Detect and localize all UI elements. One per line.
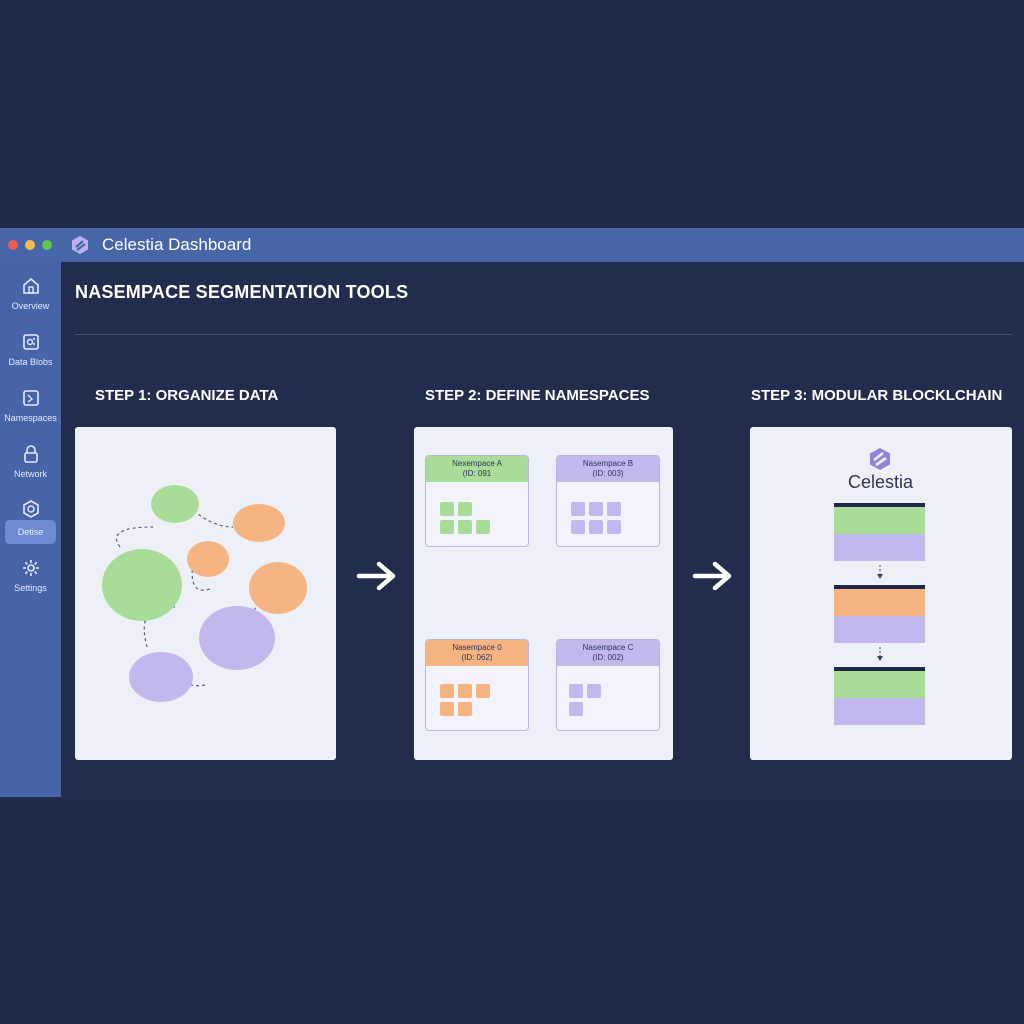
blob-square <box>440 702 454 716</box>
blob-square <box>458 702 472 716</box>
sidebar-item-data-blobs[interactable]: Data Blobs <box>5 324 56 374</box>
blob-square <box>476 520 490 534</box>
namespace-card[interactable]: Nasempace B (ID: 003) <box>556 455 660 547</box>
blob-square <box>458 520 472 534</box>
blob-square <box>589 502 603 516</box>
sidebar-item-label: Network <box>13 468 47 479</box>
celestia-logo-icon <box>72 236 88 254</box>
sidebar-item-label: Data Blobs <box>8 356 53 367</box>
maximize-window-button[interactable] <box>42 240 52 250</box>
page-title: NASEMPACE SEGMENTATION TOOLS <box>75 282 409 302</box>
chain-link-arrow <box>877 565 883 579</box>
step-2-title: STEP 2: DEFINE NAMESPACES <box>425 387 650 404</box>
sidebar-item-settings[interactable]: Settings <box>5 550 56 600</box>
divider <box>75 334 1012 335</box>
blob-square <box>607 520 621 534</box>
blob-square <box>440 684 454 698</box>
blob-square <box>569 684 583 698</box>
data-cluster-orange <box>187 541 229 577</box>
data-cluster-green <box>102 549 182 621</box>
data-cluster-purple <box>129 652 193 702</box>
sidebar-item-label: Namespaces <box>4 412 57 423</box>
sidebar-item-label: Overview <box>11 300 50 311</box>
app-window: Celestia Dashboard Overview Data Blobs N… <box>0 228 1024 797</box>
step-1-title: STEP 1: ORGANIZE DATA <box>95 387 279 404</box>
namespace-id: (ID: 003) <box>592 469 624 478</box>
namespace-card[interactable]: Nasempace 0 (ID: 062) <box>425 639 529 731</box>
namespace-name: Nexempace A <box>452 459 502 468</box>
data-clusters-illustration <box>102 485 307 702</box>
close-window-button[interactable] <box>8 240 18 250</box>
title-bar: Celestia Dashboard <box>0 228 1024 262</box>
blob-square <box>458 502 472 516</box>
chain-link-arrow <box>877 647 883 661</box>
namespace-card-header: Nasempace 0 (ID: 062) <box>426 640 528 666</box>
organize-data-panel <box>75 427 336 760</box>
sidebar-item-network[interactable]: Network <box>5 436 56 486</box>
arrow-right-icon <box>356 561 396 591</box>
data-cluster-orange <box>249 562 307 614</box>
sidebar-item-label: Detise <box>17 527 44 537</box>
namespace-name: Nasempace C <box>582 643 634 652</box>
data-blob-icon <box>22 333 39 350</box>
home-icon <box>22 277 39 294</box>
sidebar-item-namespaces[interactable]: Namespaces <box>4 380 57 430</box>
blob-square <box>476 684 490 698</box>
namespace-id: (ID: 002) <box>592 653 624 662</box>
minimize-window-button[interactable] <box>25 240 35 250</box>
brand-name: Celestia <box>847 472 914 492</box>
gear-icon <box>22 559 39 576</box>
blob-square <box>440 502 454 516</box>
blob-square <box>569 702 583 716</box>
namespace-card[interactable]: Nasempace C (ID: 002) <box>556 639 660 731</box>
namespace-card-header: Nasempace C (ID: 002) <box>557 640 659 666</box>
data-cluster-purple <box>199 606 275 670</box>
namespace-card[interactable]: Nexempace A (ID: 091 <box>425 455 529 547</box>
namespace-name: Nasempace B <box>582 459 634 468</box>
network-icon <box>23 444 38 463</box>
blob-square <box>440 520 454 534</box>
namespace-name: Nasempace 0 <box>452 643 502 652</box>
celestia-logo-icon <box>870 448 890 470</box>
arrow-right-icon <box>692 561 732 591</box>
sidebar: Overview Data Blobs Namespaces Network <box>0 262 61 797</box>
blob-square <box>607 502 621 516</box>
blob-square <box>458 684 472 698</box>
data-cluster-orange <box>233 504 285 542</box>
define-namespaces-panel: Nexempace A (ID: 091 Nasempace B (ID: 00… <box>414 427 673 760</box>
blob-square <box>589 520 603 534</box>
block <box>834 503 925 561</box>
app-title: Celestia Dashboard <box>102 235 252 254</box>
namespace-icon <box>22 389 39 406</box>
blob-square <box>571 502 585 516</box>
step-3-title: STEP 3: MODULAR BLOCKLCHAIN <box>751 387 1003 404</box>
sidebar-item-label: Settings <box>14 582 47 593</box>
modular-blockchain-panel: Celestia <box>750 427 1012 760</box>
main-content: NASEMPACE SEGMENTATION TOOLS STEP 1: ORG… <box>61 262 1024 797</box>
hexagon-icon <box>23 500 39 518</box>
block <box>834 585 925 643</box>
namespace-id: (ID: 062) <box>461 653 493 662</box>
block <box>834 667 925 725</box>
window-controls <box>8 240 52 250</box>
sidebar-item-overview[interactable]: Overview <box>5 268 56 318</box>
namespace-id: (ID: 091 <box>462 469 492 478</box>
data-cluster-green <box>151 485 199 523</box>
namespace-card-header: Nexempace A (ID: 091 <box>426 456 528 482</box>
sidebar-item-detise[interactable]: Detise <box>5 520 56 544</box>
blob-square <box>587 684 601 698</box>
blob-square <box>571 520 585 534</box>
namespace-card-header: Nasempace B (ID: 003) <box>557 456 659 482</box>
